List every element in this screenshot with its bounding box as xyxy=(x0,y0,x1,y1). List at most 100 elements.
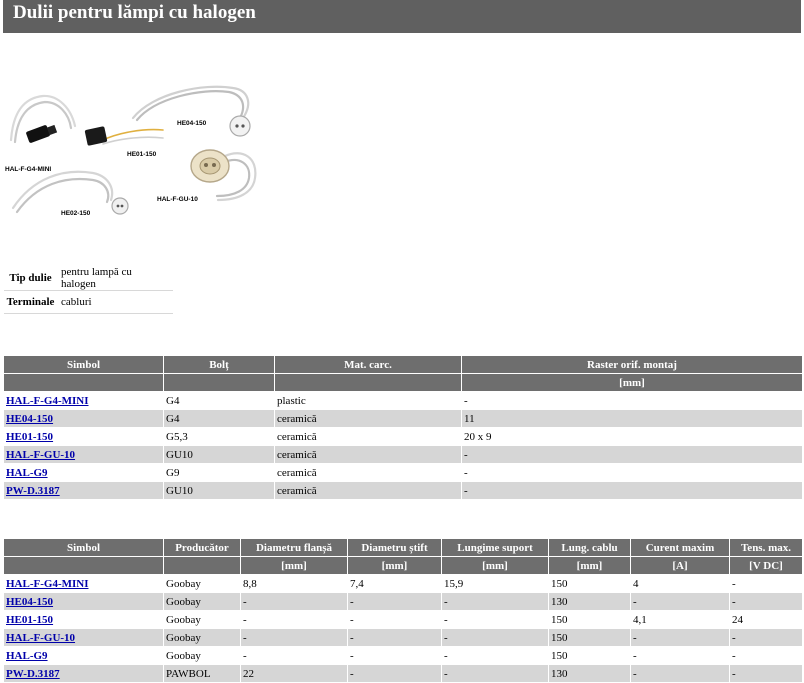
table-row: HAL-F-GU-10 GU10 ceramică - xyxy=(3,445,803,464)
table-cell: ceramică xyxy=(274,463,462,482)
table-cell: - xyxy=(441,664,549,683)
column-header: Producător xyxy=(163,538,241,557)
table-cell: PAWBOL xyxy=(163,664,241,683)
product-link[interactable]: HAL-F-G4-MINI xyxy=(6,394,89,407)
table-cell: - xyxy=(729,574,803,593)
table-row: HE01-150 G5,3 ceramică 20 x 9 xyxy=(3,427,803,446)
photo-label: HAL-F-G4-MINI xyxy=(5,166,51,173)
table-cell: 15,9 xyxy=(441,574,549,593)
product-link[interactable]: HAL-F-G4-MINI xyxy=(6,577,89,590)
table-cell: 22 xyxy=(240,664,348,683)
table-cell: G4 xyxy=(163,391,275,410)
table-row: PW-D.3187 GU10 ceramică - xyxy=(3,481,803,500)
unit-header: [mm] xyxy=(240,556,348,575)
table-cell: plastic xyxy=(274,391,462,410)
table-cell: - xyxy=(347,610,442,629)
column-header: Tens. max. xyxy=(729,538,803,557)
unit-header xyxy=(3,373,164,392)
electrical-specs-table: Simbol Producător Diametru flanșă Diamet… xyxy=(3,538,803,683)
unit-header: [A] xyxy=(630,556,730,575)
product-link[interactable]: PW-D.3187 xyxy=(6,667,60,680)
table-cell: - xyxy=(240,628,348,647)
cable-wire xyxy=(131,85,250,120)
page-title: Dulii pentru lămpi cu halogen xyxy=(3,0,801,33)
cable-wire xyxy=(215,158,251,198)
table-cell: - xyxy=(240,592,348,611)
table-cell: 8,8 xyxy=(240,574,348,593)
table-row: HE04-150 Goobay - - - 130 - - xyxy=(3,592,803,611)
table-cell: 4,1 xyxy=(630,610,730,629)
product-link[interactable]: HE04-150 xyxy=(6,412,54,425)
attribute-row: Terminale cabluri xyxy=(4,290,173,314)
table-cell: - xyxy=(729,628,803,647)
attributes-table: Tip dulie pentru lampă cu halogen Termin… xyxy=(4,266,173,314)
table-cell: - xyxy=(630,646,730,665)
table-cell: - xyxy=(240,610,348,629)
cable-wire xyxy=(9,94,77,142)
table-cell: - xyxy=(461,391,803,410)
product-link[interactable]: HAL-G9 xyxy=(6,649,48,662)
table-cell: G4 xyxy=(163,409,275,428)
product-link[interactable]: HAL-F-GU-10 xyxy=(6,448,76,461)
product-link[interactable]: HE01-150 xyxy=(6,613,54,626)
table-cell: 130 xyxy=(548,592,631,611)
table-cell: ceramică xyxy=(274,427,462,446)
table-cell: 150 xyxy=(548,574,631,593)
cable-wire xyxy=(102,136,164,145)
cable-wire xyxy=(102,128,164,141)
unit-header xyxy=(3,556,164,575)
unit-header: [mm] xyxy=(461,373,803,392)
unit-header: [mm] xyxy=(548,556,631,575)
unit-header xyxy=(163,373,275,392)
photo-label: HE01-150 xyxy=(127,151,157,158)
column-header: Diametru flanșă xyxy=(240,538,348,557)
table-cell: GU10 xyxy=(163,445,275,464)
table-cell: Goobay xyxy=(163,592,241,611)
product-link[interactable]: HAL-G9 xyxy=(6,466,48,479)
attribute-value: cabluri xyxy=(57,290,173,314)
table-cell: G9 xyxy=(163,463,275,482)
photo-label: HAL-F-GU-10 xyxy=(157,196,198,203)
unit-header: [mm] xyxy=(441,556,549,575)
table-cell: - xyxy=(729,592,803,611)
table-cell: Goobay xyxy=(163,574,241,593)
table-row: HE01-150 Goobay - - - 150 4,1 24 xyxy=(3,610,803,629)
column-header: Simbol xyxy=(3,538,164,557)
attribute-row: Tip dulie pentru lampă cu halogen xyxy=(4,266,173,291)
product-link[interactable]: PW-D.3187 xyxy=(6,484,60,497)
cable-wire xyxy=(135,90,245,122)
table-cell: - xyxy=(630,628,730,647)
column-header: Bolț xyxy=(163,355,275,374)
table-cell: 4 xyxy=(630,574,730,593)
table-cell: 24 xyxy=(729,610,803,629)
table-row: HE04-150 G4 ceramică 11 xyxy=(3,409,803,428)
product-link[interactable]: HAL-F-GU-10 xyxy=(6,631,76,644)
table-row: HAL-F-G4-MINI G4 plastic - xyxy=(3,391,803,410)
mount-specs-table: Simbol Bolț Mat. carc. Raster orif. mont… xyxy=(3,355,803,500)
column-header: Raster orif. montaj xyxy=(461,355,803,374)
table-cell: - xyxy=(441,610,549,629)
column-header: Curent maxim xyxy=(630,538,730,557)
table-cell: ceramică xyxy=(274,481,462,500)
unit-header xyxy=(274,373,462,392)
table-cell: Goobay xyxy=(163,646,241,665)
table-cell: Goobay xyxy=(163,610,241,629)
table-row: HAL-G9 G9 ceramică - xyxy=(3,463,803,482)
table-cell: G5,3 xyxy=(163,427,275,446)
table-cell: - xyxy=(347,646,442,665)
column-header: Lungime suport xyxy=(441,538,549,557)
table-cell: 7,4 xyxy=(347,574,442,593)
column-header: Mat. carc. xyxy=(274,355,462,374)
table-cell: - xyxy=(630,592,730,611)
cable-wire xyxy=(216,152,257,202)
photo-label: HE02-150 xyxy=(61,210,91,217)
product-link[interactable]: HE01-150 xyxy=(6,430,54,443)
table-cell: 150 xyxy=(548,610,631,629)
table-row: PW-D.3187 PAWBOL 22 - - 130 - - xyxy=(3,664,803,683)
unit-header xyxy=(163,556,241,575)
table-cell: - xyxy=(461,463,803,482)
product-link[interactable]: HE04-150 xyxy=(6,595,54,608)
table-cell: - xyxy=(441,628,549,647)
table-cell: 150 xyxy=(548,628,631,647)
table-cell: - xyxy=(461,445,803,464)
